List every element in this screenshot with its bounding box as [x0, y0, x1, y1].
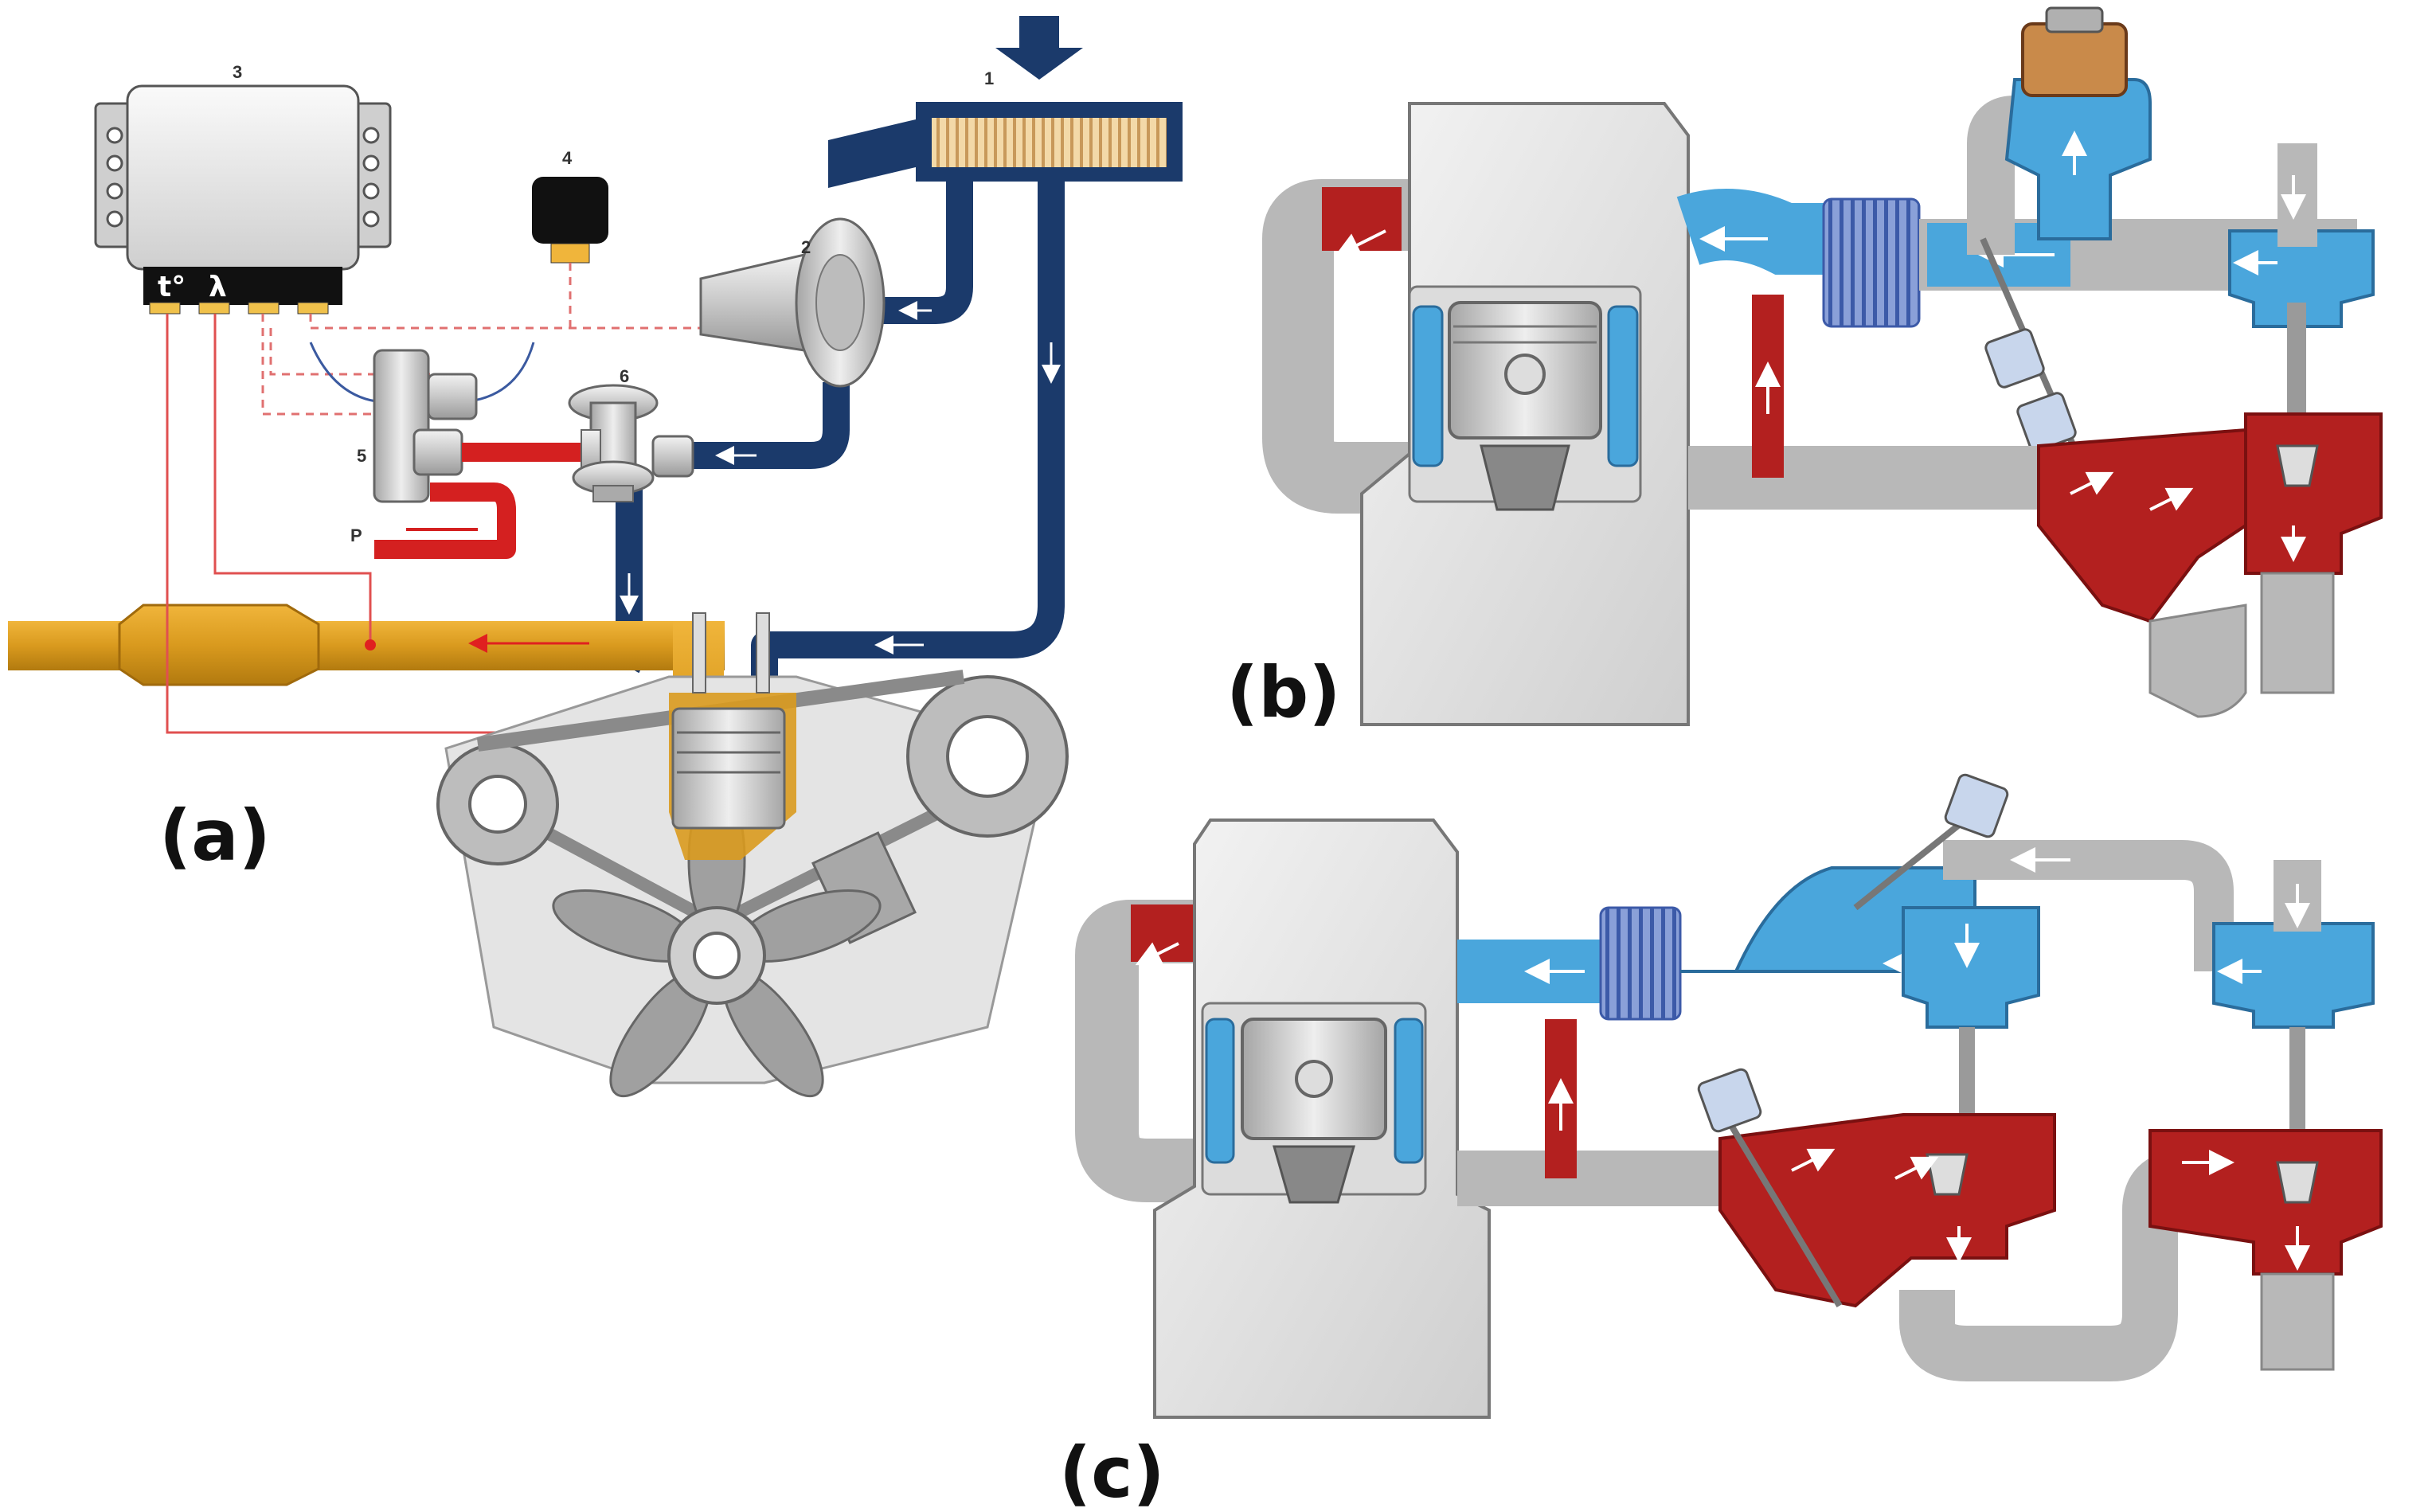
label-5: 5	[357, 446, 366, 466]
electric-motor-b	[2021, 22, 2128, 97]
air-filter	[828, 16, 1183, 188]
pressure-label: P	[350, 525, 362, 545]
control-lines	[261, 263, 701, 416]
pressure-pipes	[374, 443, 581, 559]
lambda-symbol: λ	[209, 271, 227, 303]
panel-a: t° λ 3 4 1	[8, 16, 1183, 1098]
intake-arrow-icon	[995, 16, 1083, 80]
intercooler-c	[1599, 906, 1682, 1021]
label-2: 2	[801, 237, 811, 257]
temperature-symbol: t°	[158, 271, 186, 303]
intercooler-b	[1822, 197, 1921, 328]
panel-label-b: (b)	[1226, 651, 1340, 733]
panel-label-a: (a)	[159, 795, 271, 877]
panel-c: (c)	[1059, 773, 2383, 1512]
ecu-unit: t° λ	[94, 84, 392, 315]
label-1: 1	[984, 68, 994, 88]
v-engine	[436, 612, 1069, 1098]
label-6: 6	[620, 366, 629, 386]
sensor-signal-lines	[166, 314, 645, 734]
label-3: 3	[233, 62, 242, 82]
compressor-2	[699, 217, 886, 388]
panel-label-c: (c)	[1059, 1432, 1165, 1512]
sensor-4	[532, 177, 608, 264]
valve-5	[373, 349, 478, 503]
label-4: 4	[562, 148, 573, 168]
wastegate-6	[568, 384, 694, 502]
panel-b: (b)	[1226, 6, 2383, 733]
